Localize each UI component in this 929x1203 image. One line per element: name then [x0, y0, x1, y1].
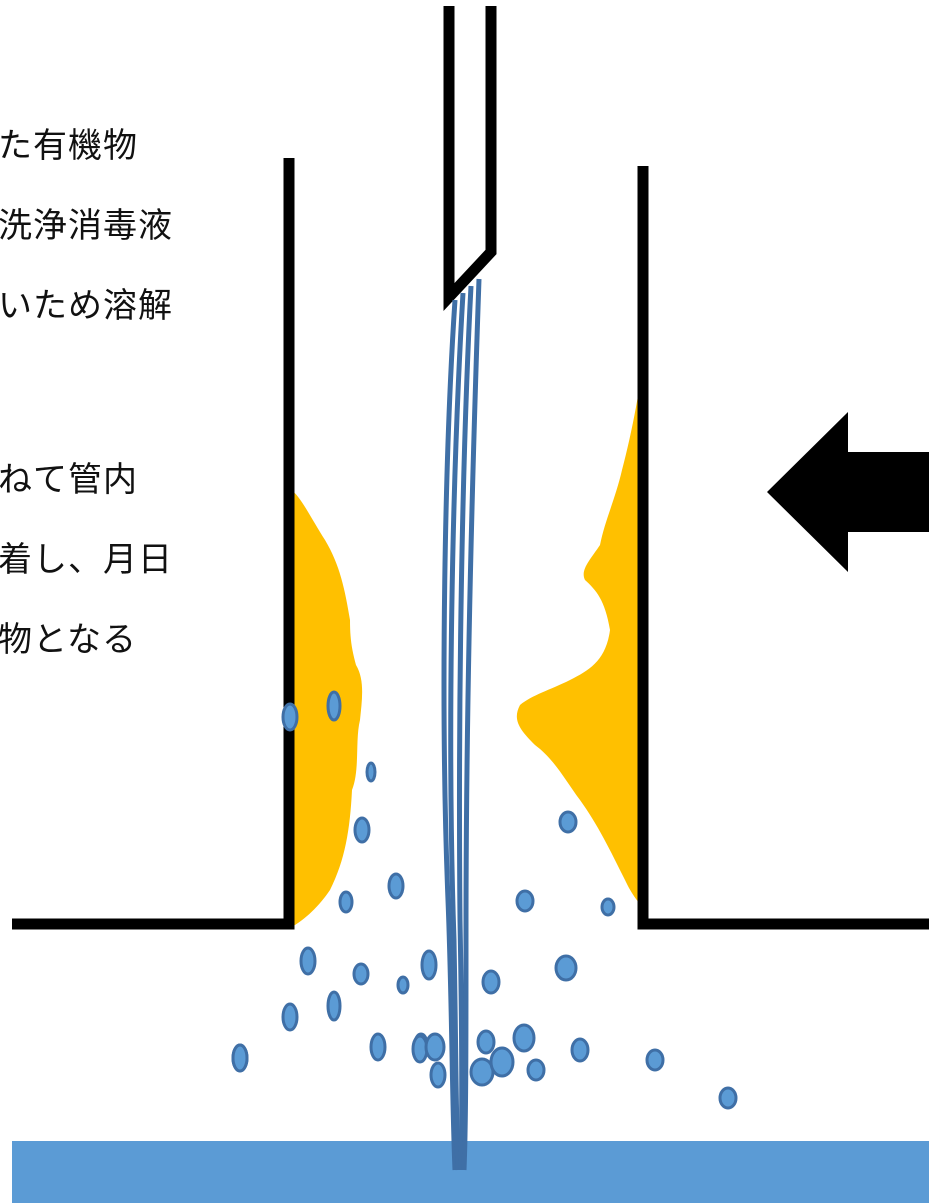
caption-line-3: いため溶解: [0, 286, 173, 326]
droplet: [512, 1023, 536, 1053]
droplet: [645, 1048, 665, 1072]
caption-line-5: ねて管内: [0, 460, 138, 500]
droplet: [338, 890, 354, 914]
droplet: [326, 690, 342, 722]
droplet: [387, 872, 405, 900]
droplet: [365, 761, 377, 783]
droplet: [424, 1032, 446, 1062]
droplet: [396, 975, 410, 995]
droplet: [554, 954, 578, 982]
droplet: [281, 702, 299, 732]
caption-line-1: た有機物: [0, 126, 138, 166]
left-pipe-wall: [12, 158, 295, 930]
deposit-right: [516, 370, 642, 905]
water-stream: [441, 278, 482, 1171]
right-pipe-wall: [637, 166, 929, 930]
droplet: [326, 990, 342, 1022]
droplet: [570, 1037, 590, 1063]
caption-line-7: 物となる: [0, 620, 137, 660]
deposit-left: [290, 490, 363, 928]
droplet: [526, 1058, 546, 1082]
stream-line-3: [456, 285, 474, 1171]
droplet: [481, 969, 501, 995]
droplet: [352, 962, 370, 986]
left-arrow-icon: [767, 412, 929, 572]
droplet: [369, 1032, 387, 1062]
nozzle: [443, 6, 497, 311]
droplet: [718, 1086, 738, 1110]
droplet: [429, 1061, 447, 1089]
droplet: [558, 810, 578, 834]
droplet: [420, 949, 438, 981]
stream-line-4: [461, 278, 482, 1171]
droplet: [515, 889, 535, 913]
droplet: [231, 1043, 249, 1073]
stream-line-2: [448, 292, 466, 1171]
droplet: [353, 816, 371, 844]
droplet: [489, 1046, 515, 1078]
caption-line-2: 洗浄消毒液: [0, 206, 173, 246]
water-pool: [12, 1141, 929, 1203]
droplet: [299, 946, 317, 976]
nozzle-outline: [443, 6, 497, 311]
droplets: [231, 690, 616, 1073]
caption-line-6: 着し、月日: [0, 540, 173, 580]
droplet: [476, 1029, 496, 1055]
droplet: [600, 897, 616, 917]
pipe-walls: [12, 158, 929, 930]
droplet: [281, 1002, 299, 1032]
droplets-lower: [231, 990, 738, 1110]
stream-line-1: [441, 299, 458, 1171]
